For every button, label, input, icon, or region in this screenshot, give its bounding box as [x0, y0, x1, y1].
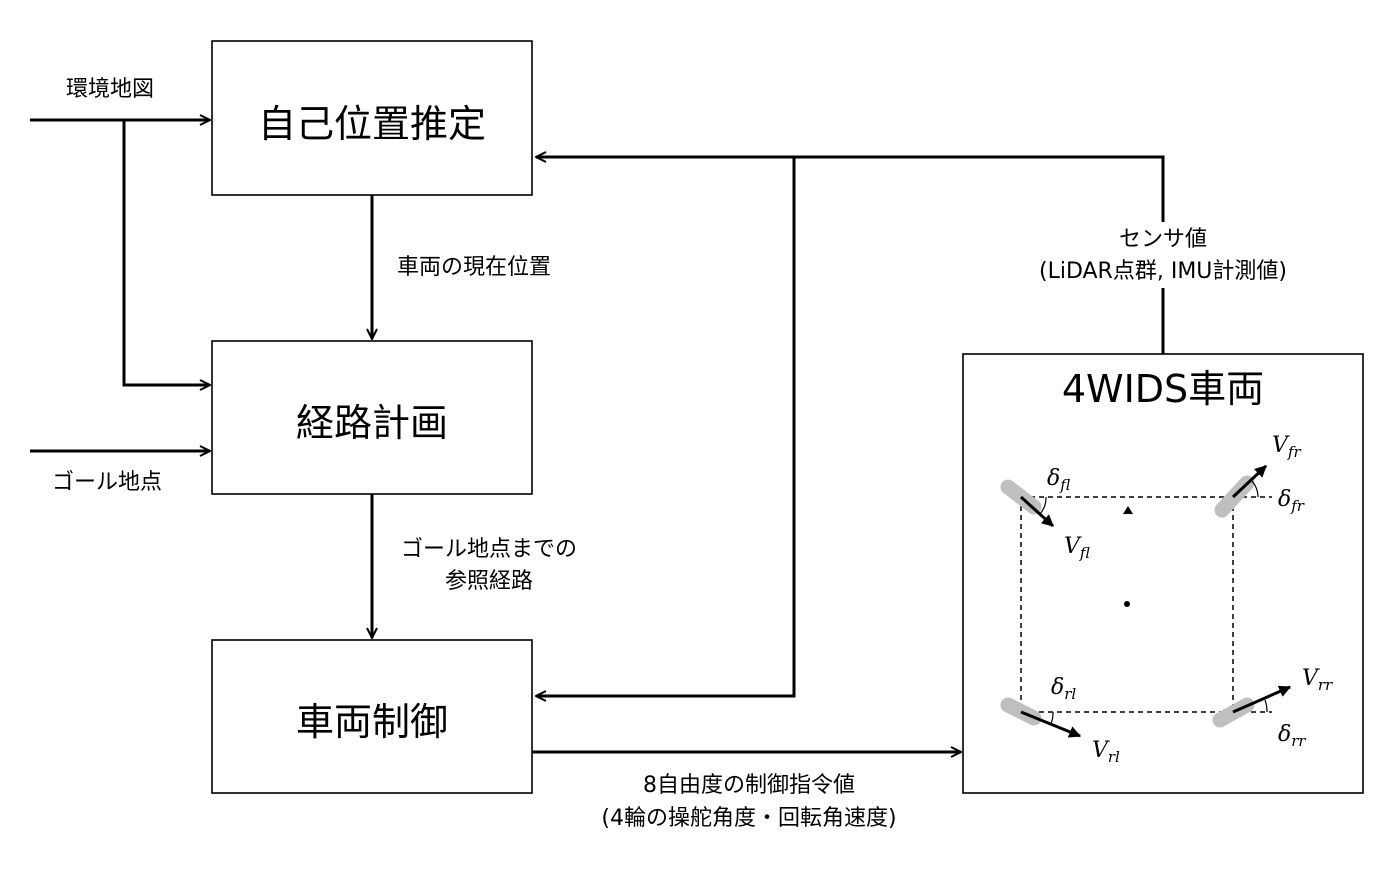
- center-of-mass-dot: [1124, 601, 1130, 607]
- command-label-1: 8自由度の制御指令値: [643, 773, 855, 798]
- delta-rear-right: δrr: [1278, 722, 1306, 750]
- ref-path-label-1: ゴール地点までの: [401, 537, 577, 562]
- heading-triangle-icon: [1123, 506, 1133, 514]
- sensor-label-bg: [1005, 222, 1321, 288]
- vehicle-title: 4WIDS車両: [1062, 367, 1264, 411]
- vehicle-block: 4WIDS車両: [962, 353, 1364, 794]
- current-pose-label: 車両の現在位置: [397, 255, 551, 280]
- v-rear-right: Vrr: [1302, 666, 1333, 694]
- velocity-arrow-rear-right: [1232, 685, 1292, 714]
- command-label-2: (4輪の操舵角度・回転角速度): [601, 806, 896, 831]
- env-map-label: 環境地図: [66, 77, 154, 102]
- v-front-right: Vfr: [1272, 433, 1301, 461]
- ref-path-label-2: 参照経路: [445, 569, 533, 594]
- vehicle-schematic: δfl Vfl Vfr δfr δrl Vrl Vrr δrr: [1000, 433, 1333, 766]
- delta-front-right: δfr: [1278, 487, 1305, 515]
- planning-block: 経路計画: [211, 340, 533, 495]
- localization-block: 自己位置推定: [211, 40, 533, 196]
- delta-rear-left: δrl: [1051, 675, 1076, 703]
- goal-label: ゴール地点: [52, 470, 162, 495]
- v-front-left: Vfl: [1064, 534, 1090, 562]
- velocity-arrow-front-left: [1019, 495, 1055, 528]
- delta-front-left: δfl: [1047, 466, 1070, 494]
- steer-angle-arc-front-left: [1039, 496, 1047, 515]
- velocity-arrow-front-right: [1231, 464, 1268, 499]
- sensor-feedback-arrows: [536, 157, 1165, 696]
- planning-title: 経路計画: [296, 401, 448, 445]
- control-title: 車両制御: [296, 700, 448, 744]
- velocity-arrow-rear-left: [1020, 710, 1082, 738]
- steer-angle-arc-rear-right: [1264, 699, 1268, 713]
- steer-angle-arc-front-right: [1250, 479, 1259, 498]
- env-map-arrow: [30, 120, 210, 385]
- sensor-label-2: (LiDAR点群, IMU計測値): [1039, 259, 1287, 284]
- v-rear-left: Vrl: [1092, 738, 1120, 766]
- control-block: 車両制御: [211, 639, 533, 794]
- steer-angle-arc-rear-left: [1050, 711, 1054, 725]
- localization-title: 自己位置推定: [258, 102, 486, 146]
- sensor-label-1: センサ値: [1119, 227, 1207, 252]
